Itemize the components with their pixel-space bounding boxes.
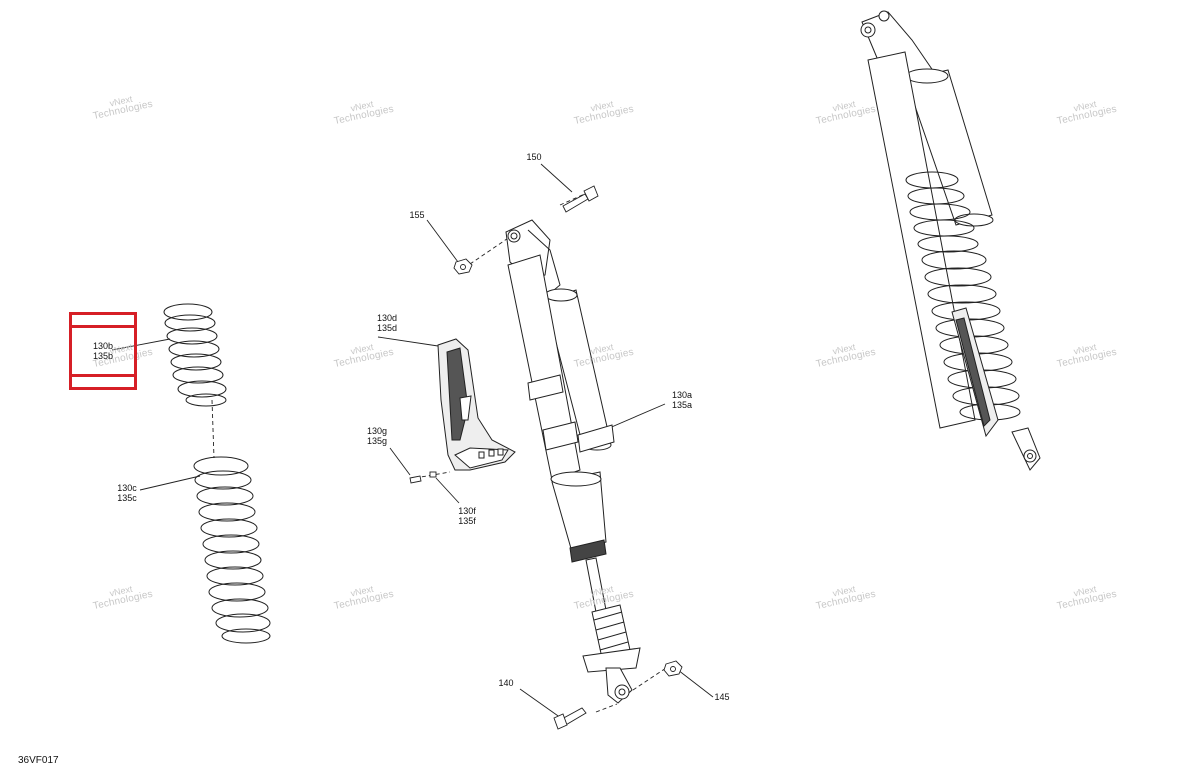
callout-130b-135b[interactable]: 130b 135b (92, 341, 114, 361)
document-code: 36VF017 (18, 755, 59, 766)
callout-130c-135c[interactable]: 130c 135c (117, 483, 137, 503)
callout-130d-135d[interactable]: 130d 135d (376, 313, 398, 333)
leader-lines (111, 163, 714, 719)
bolt-150 (562, 185, 599, 213)
shock-body-130a (505, 219, 641, 704)
bolt-140 (553, 707, 587, 730)
clip-130f (429, 471, 437, 478)
callout-155[interactable]: 155 (409, 210, 425, 220)
callout-130g-135g[interactable]: 130g 135g (366, 426, 388, 446)
spring-130b (163, 303, 227, 407)
callout-140[interactable]: 140 (498, 678, 514, 688)
guard-130d (437, 338, 516, 471)
callout-150[interactable]: 150 (526, 152, 542, 162)
spring-130c (193, 456, 271, 644)
screw-130g (409, 475, 422, 484)
highlight-box (69, 312, 137, 390)
callout-130a-135a[interactable]: 130a 135a (671, 390, 693, 410)
assembled-shock (860, 10, 1041, 471)
callout-130f-135f[interactable]: 130f 135f (458, 506, 476, 526)
callout-145[interactable]: 145 (714, 692, 730, 702)
nut-145 (663, 660, 683, 677)
nut-155 (453, 258, 473, 275)
